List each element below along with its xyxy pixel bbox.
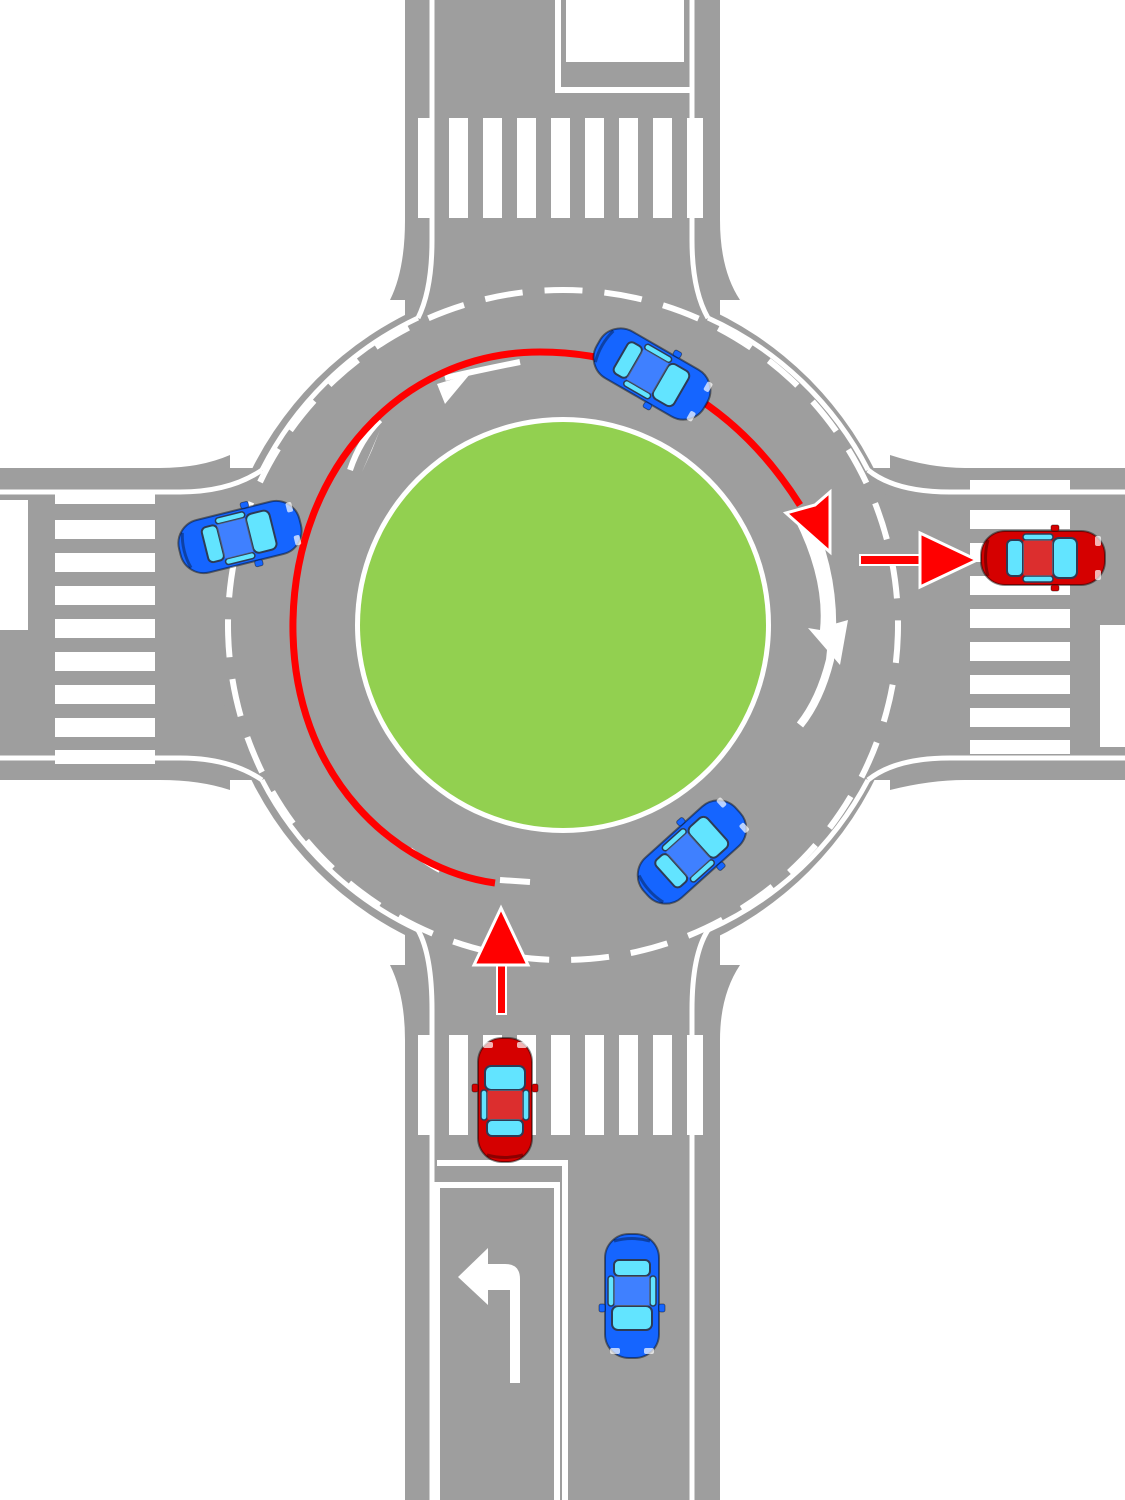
red-car-subject-exit — [979, 523, 1107, 593]
red-car-subject-entry — [470, 1036, 540, 1164]
zebra-crossing-south — [418, 1035, 703, 1135]
zebra-crossing-north — [418, 118, 703, 218]
zebra-crossing-east — [970, 480, 1070, 754]
central-island — [360, 422, 766, 828]
blue-car-south-approach — [597, 1232, 667, 1360]
lane-arrow-icon — [632, 0, 656, 12]
circulation-arrow-icon — [362, 374, 848, 665]
left-turn-lane-box — [434, 1182, 560, 1500]
zebra-crossing-west — [55, 490, 155, 764]
circulating-lane-dashes — [225, 287, 901, 963]
kerb-notches — [0, 0, 1125, 747]
left-turn-arrow-icon — [458, 1248, 520, 1383]
